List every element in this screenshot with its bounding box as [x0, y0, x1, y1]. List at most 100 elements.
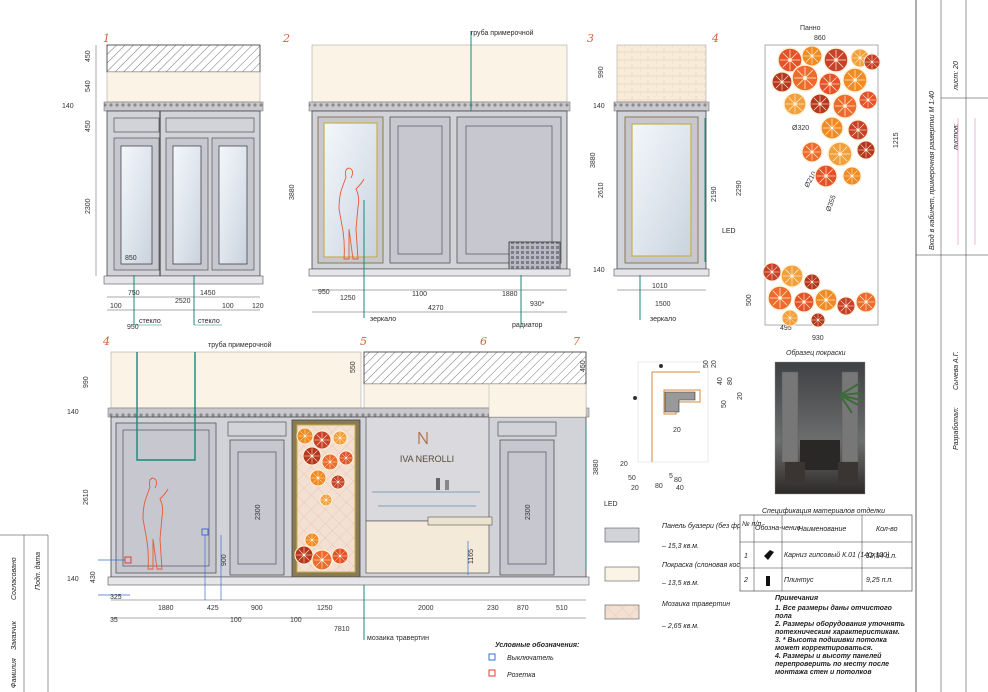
- dimension: 870: [517, 605, 529, 612]
- brand-monogram-icon: [418, 431, 428, 445]
- side-label: Подп. дата: [34, 552, 42, 590]
- dimension: 850: [125, 255, 137, 262]
- dimension: 860: [814, 35, 826, 42]
- material-qty: – 15,3 кв.м.: [661, 543, 699, 550]
- material-qty: – 2,65 кв.м.: [661, 623, 699, 630]
- legend-socket: Розетка: [507, 672, 536, 679]
- socket-icon: [488, 669, 496, 677]
- sheet-count: листов:: [953, 123, 960, 151]
- spec-header: Кол-во: [876, 526, 898, 533]
- elevation-number: 7: [573, 335, 580, 348]
- switch-icon: [488, 653, 496, 661]
- material-name: Покраска (слоновая кость): [662, 562, 752, 569]
- citrus-mosaic: [294, 427, 354, 571]
- dimension: 1880: [158, 605, 174, 612]
- dimension: 100: [290, 617, 302, 624]
- material-qty: – 13,5 кв.м.: [661, 580, 699, 587]
- label-panel: Панно: [800, 25, 821, 32]
- dimension: 80: [727, 377, 734, 385]
- elevation-4-7-dims: 990 140 2610 140 550 450 3880 LED 1880 4…: [67, 341, 618, 642]
- dimension: 930*: [530, 301, 545, 308]
- dimension: 50: [721, 400, 728, 408]
- dimension: 430: [90, 571, 97, 583]
- spec-title: Спецификация материалов отделки: [762, 507, 885, 515]
- dimension: 900: [251, 605, 263, 612]
- spec-cell: 2: [743, 577, 748, 584]
- cornice-symbol-icon: [764, 550, 774, 560]
- dimension: 990: [83, 376, 90, 388]
- side-label: Согласовано: [11, 557, 18, 600]
- label-radiator: радиатор: [512, 322, 543, 329]
- elevation-2-dims: 3880 950 1250 1100 1880 930* 4270 труба …: [289, 29, 567, 329]
- legend-switch: Выключатель: [507, 655, 554, 662]
- dimension: 140: [593, 267, 605, 274]
- spec-header: Обозна-чение: [755, 524, 801, 532]
- dimension: 450: [85, 50, 92, 62]
- dimension: 3880: [289, 184, 296, 200]
- dimension: 3880: [590, 152, 597, 168]
- plinth-symbol-icon: [766, 576, 770, 586]
- dimension: 80: [655, 483, 663, 490]
- dimension: 20: [711, 360, 718, 368]
- elevation-4-7: IVA NEROLLI: [98, 351, 590, 640]
- dimension: 100: [110, 303, 122, 310]
- note-line: может корректироваться.: [775, 645, 873, 652]
- dimension: 500: [746, 294, 753, 306]
- sheet-title: Вход в кабинет, примерочная развертки М …: [928, 91, 936, 250]
- dimension: 3880: [593, 459, 600, 475]
- spec-header: Наименование: [798, 526, 846, 533]
- developer-name: Сычева А.Г.: [953, 351, 960, 390]
- symbol-legend: Условные обозначения: Выключатель Розетк…: [488, 641, 579, 679]
- elevation-3-dims: 990 140 2610 140 3880 2190 LED 1010 1500…: [590, 66, 736, 323]
- dimension: 2520: [175, 298, 191, 305]
- developer-label: Разработал:: [952, 407, 960, 450]
- dimension: 40: [676, 485, 684, 492]
- label-led: LED: [604, 501, 618, 508]
- citrus-mosaic: [762, 45, 881, 328]
- spec-header: № п/п: [742, 521, 761, 528]
- dimension: 1500: [655, 301, 671, 308]
- elevation-numbers: 1 2 3 4 4 5 6 7: [102, 32, 719, 348]
- brand-name: IVA NEROLLI: [400, 454, 454, 464]
- elevation-1-dims: 450 540 140 450 2300 750 100 2520 1450 1…: [62, 45, 264, 331]
- dimension: Ø320: [792, 125, 809, 132]
- dimension: 2300: [85, 198, 92, 214]
- note-line: 2. Размеры оборудования уточнять: [774, 620, 905, 628]
- note-line: потехническим характеристикам.: [775, 629, 900, 636]
- elevation-number: 4: [102, 335, 110, 348]
- dimension: 510: [556, 605, 568, 612]
- dimension: 2190: [711, 186, 718, 202]
- dimension: 4270: [428, 305, 444, 312]
- dimension: 2300: [255, 504, 262, 520]
- dimension: 20: [737, 392, 744, 400]
- dimension: 120: [252, 303, 264, 310]
- note-line: перепроверить по месту после: [775, 661, 889, 668]
- label-glass: стекло: [139, 318, 161, 325]
- spec-cell: 1: [744, 553, 748, 560]
- elevation-number: 1: [103, 32, 110, 45]
- dimension: 950: [318, 289, 330, 296]
- dimension: 495: [780, 325, 792, 332]
- elevation-1: [103, 44, 264, 326]
- dimension: 140: [62, 103, 74, 110]
- dimension: 540: [85, 80, 92, 92]
- dimension: 1250: [317, 605, 333, 612]
- dimension: 35: [110, 617, 118, 624]
- material-name: Мозаика травертин: [662, 601, 730, 608]
- spec-table: Спецификация материалов отделки № п/п Об…: [739, 507, 913, 592]
- label-led: LED: [722, 228, 736, 235]
- dimension: 2000: [418, 605, 434, 612]
- dimension: 140: [593, 103, 605, 110]
- cornice-profile: 20 50 20 40 80 50 20 20 80 50 20 80 40 5: [620, 360, 744, 492]
- dimension: 900: [221, 554, 228, 566]
- dimension: 950: [127, 324, 139, 331]
- dimension: 140: [67, 409, 79, 416]
- dimension: 7810: [334, 626, 350, 633]
- dimension: 50: [628, 475, 636, 482]
- dimension: 1450: [200, 290, 216, 297]
- sheet-number: лист: 20: [953, 61, 960, 91]
- dimension: 1165: [468, 549, 475, 564]
- dimension: 930: [812, 335, 824, 342]
